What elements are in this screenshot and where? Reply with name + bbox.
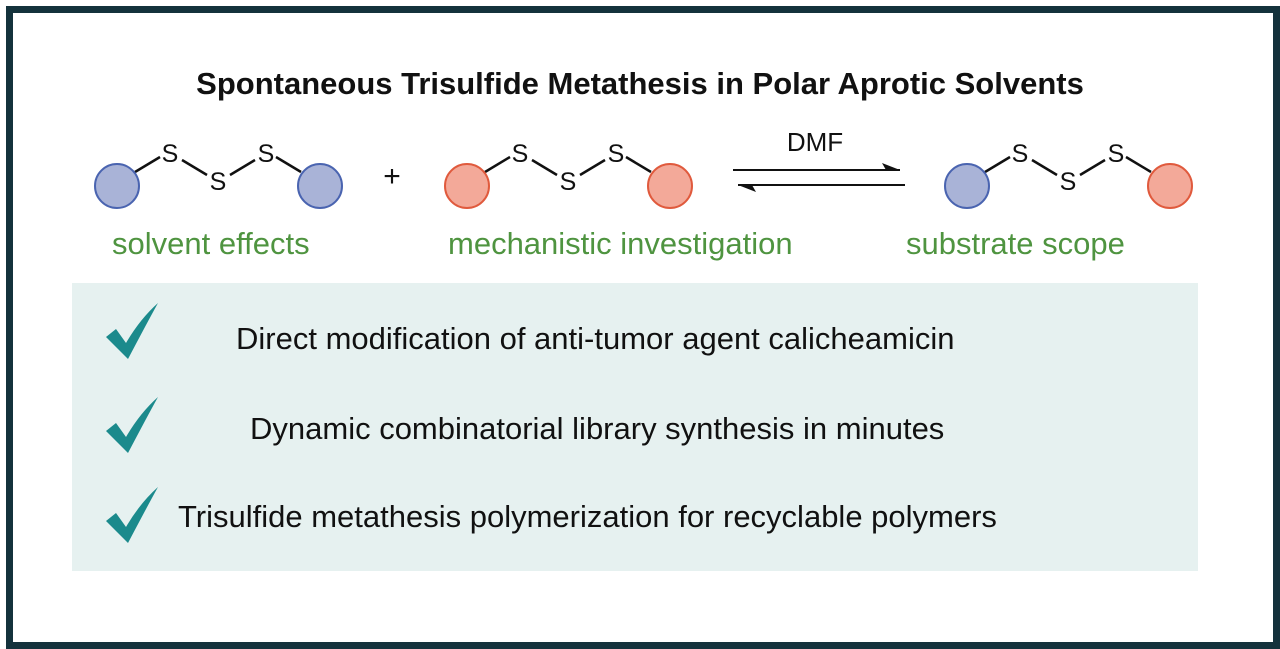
sulfur-atom-label: S xyxy=(1012,140,1029,168)
blue-group-circle xyxy=(944,163,990,209)
plus-sign: + xyxy=(383,160,401,193)
equilibrium-arrows: DMF xyxy=(733,127,905,192)
blue-group-circle xyxy=(94,163,140,209)
sulfur-atom-label: S xyxy=(1060,168,1077,196)
condition-label: DMF xyxy=(787,127,843,157)
trisulfide-blue-blue: S S S xyxy=(94,140,343,209)
blue-group-circle xyxy=(297,163,343,209)
benefit-item: Dynamic combinatorial library synthesis … xyxy=(72,397,1198,459)
sulfur-atom-label: S xyxy=(162,140,179,168)
sulfur-atom-label: S xyxy=(560,168,577,196)
caption-substrate-scope: substrate scope xyxy=(906,226,1125,261)
sulfur-atom-label: S xyxy=(512,140,529,168)
benefit-text: Direct modification of anti-tumor agent … xyxy=(236,321,955,356)
caption-mechanistic-investigation: mechanistic investigation xyxy=(448,226,793,261)
sulfur-atom-label: S xyxy=(210,168,227,196)
trisulfide-blue-red: S S S xyxy=(944,140,1193,209)
sulfur-atom-label: S xyxy=(608,140,625,168)
reverse-arrowhead xyxy=(738,185,756,192)
checkmark-icon xyxy=(106,397,158,453)
red-group-circle xyxy=(647,163,693,209)
caption-solvent-effects: solvent effects xyxy=(112,226,310,261)
benefit-text: Dynamic combinatorial library synthesis … xyxy=(250,411,945,446)
checkmark-icon xyxy=(106,487,158,543)
red-group-circle xyxy=(1147,163,1193,209)
sulfur-atom-label: S xyxy=(1108,140,1125,168)
checkmark-icon xyxy=(106,303,158,359)
benefit-text: Trisulfide metathesis polymerization for… xyxy=(178,499,997,534)
benefit-item: Trisulfide metathesis polymerization for… xyxy=(72,487,1198,547)
red-group-circle xyxy=(444,163,490,209)
forward-arrowhead xyxy=(882,163,900,170)
page-title: Spontaneous Trisulfide Metathesis in Pol… xyxy=(196,66,1084,101)
benefit-item: Direct modification of anti-tumor agent … xyxy=(72,303,1198,365)
trisulfide-red-red: S S S xyxy=(444,140,693,209)
sulfur-atom-label: S xyxy=(258,140,275,168)
benefits-panel: Direct modification of anti-tumor agent … xyxy=(72,283,1198,571)
